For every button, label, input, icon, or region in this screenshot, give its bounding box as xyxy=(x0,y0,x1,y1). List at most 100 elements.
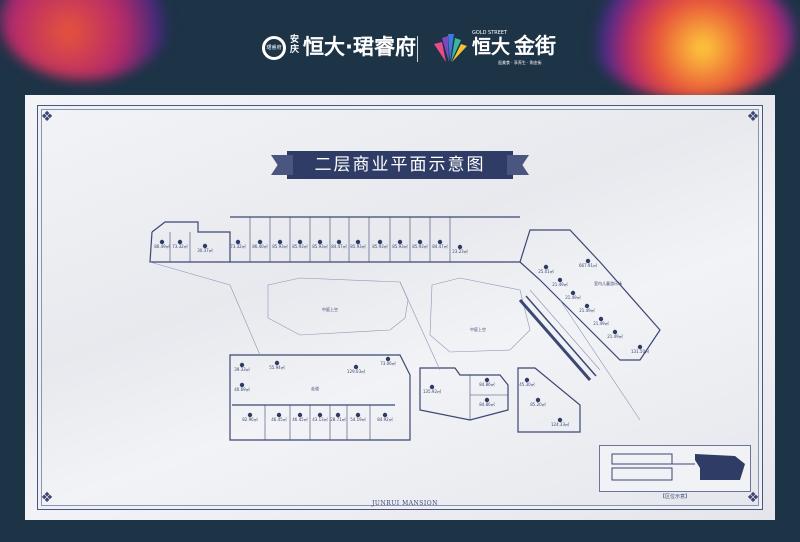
unit-marker-icon xyxy=(484,397,490,403)
unit-marker-icon xyxy=(297,239,303,245)
logo-divider xyxy=(417,36,418,62)
unit-area-label: 85.93㎡ xyxy=(350,243,365,249)
unit-area-label: 85.20㎡ xyxy=(530,401,545,407)
unit-area-label: 43.13㎡ xyxy=(312,416,327,422)
unit-marker-icon xyxy=(598,316,604,322)
unit-area-label: 21.49㎡ xyxy=(579,307,594,313)
atrium-right-label: 中庭上空 xyxy=(470,326,486,332)
unit-area-label: 73.06㎡ xyxy=(380,360,395,366)
unit-area-label: 73.32㎡ xyxy=(230,243,245,249)
unit-area-label: 21.49㎡ xyxy=(565,294,580,300)
unit-marker-icon xyxy=(355,239,361,245)
brand2-name1: 恒大 xyxy=(472,36,511,58)
unit-area-label: 39.33㎡ xyxy=(234,366,249,372)
brand1-name: 恒大·珺睿府 xyxy=(303,35,416,59)
unit-marker-icon xyxy=(355,412,361,418)
keymap-caption: 【区位示意】 xyxy=(659,494,690,500)
corner-ornament-icon: ❖ xyxy=(746,109,760,125)
unit-area-label: 84.47㎡ xyxy=(432,243,447,249)
unit-marker-icon xyxy=(429,384,435,390)
unit-area-label: 85.93㎡ xyxy=(392,243,407,249)
unit-marker-icon xyxy=(239,362,245,368)
unit-marker-icon xyxy=(585,258,591,264)
unit-area-label: 84.47㎡ xyxy=(331,243,346,249)
large-unit-note: 室内儿童游乐场 xyxy=(594,280,622,286)
unit-marker-icon xyxy=(247,412,253,418)
brand2-tagline: 逛美食 · 享养生 · 购金街 xyxy=(498,60,542,65)
unit-area-label: 131.50㎡ xyxy=(631,348,649,354)
unit-marker-icon xyxy=(277,239,283,245)
unit-partitions xyxy=(169,217,508,440)
decor-swirl-right xyxy=(590,0,795,100)
unit-marker-icon xyxy=(382,412,388,418)
atrium-left-label: 中庭上空 xyxy=(322,306,338,312)
unit-marker-icon xyxy=(274,360,280,366)
unit-marker-icon xyxy=(257,239,263,245)
unit-area-label: 28.71㎡ xyxy=(330,416,345,422)
poster-board: ❖ ❖ ❖ ❖ 二层商业平面示意图 JUNRUI MANSION 【区位示意】 xyxy=(25,95,775,520)
unit-marker-icon xyxy=(276,412,282,418)
unit-area-label: 124.33㎡ xyxy=(551,421,569,427)
unit-marker-icon xyxy=(297,412,303,418)
unit-area-label: 21.49㎡ xyxy=(552,281,567,287)
unit-area-label: 84.86㎡ xyxy=(479,381,494,387)
unit-area-label: 46.45㎡ xyxy=(271,416,286,422)
unit-marker-icon xyxy=(612,329,618,335)
brand1-city: 安庆 xyxy=(290,35,300,55)
unit-area-label: 40.69㎡ xyxy=(234,386,249,392)
unit-area-label: 73.32㎡ xyxy=(172,243,187,249)
unit-marker-icon xyxy=(317,239,323,245)
unit-area-label: 46.45㎡ xyxy=(292,416,307,422)
unit-marker-icon xyxy=(377,239,383,245)
brand2-en: GOLD STREET xyxy=(472,30,508,36)
junrui-emblem-logo: 珺睿府 xyxy=(262,36,286,60)
unit-marker-icon xyxy=(202,243,208,249)
plan-circulation xyxy=(149,261,641,421)
unit-area-label: 86.40㎡ xyxy=(252,243,267,249)
unit-area-label: 85.93㎡ xyxy=(372,243,387,249)
unit-marker-icon xyxy=(543,264,549,270)
location-keymap xyxy=(599,445,751,492)
brand2-name2: 金街 xyxy=(514,34,556,58)
unit-area-label: 667.91㎡ xyxy=(579,262,597,268)
unit-area-label: 82.96㎡ xyxy=(242,416,257,422)
corner-ornament-icon: ❖ xyxy=(40,109,54,125)
page-title: 二层商业平面示意图 xyxy=(287,151,513,179)
unit-area-label: 84.92㎡ xyxy=(377,416,392,422)
unit-marker-icon xyxy=(335,412,341,418)
unit-marker-icon xyxy=(317,412,323,418)
corner-ornament-icon: ❖ xyxy=(40,490,54,506)
unit-marker-icon xyxy=(484,377,490,383)
unit-marker-icon xyxy=(353,364,359,370)
unit-area-label: 129.03㎡ xyxy=(347,368,365,374)
unit-area-label: 85.93㎡ xyxy=(312,243,327,249)
unit-marker-icon xyxy=(524,377,530,383)
unit-marker-icon xyxy=(637,344,643,350)
corner-ornament-icon: ❖ xyxy=(746,490,760,506)
unit-area-label: 23.23㎡ xyxy=(452,248,467,254)
unit-marker-icon xyxy=(239,382,245,388)
unit-marker-icon xyxy=(417,239,423,245)
unit-area-label: 21.49㎡ xyxy=(607,333,622,339)
unit-area-label: 21.49㎡ xyxy=(593,320,608,326)
unit-area-label: 55.94㎡ xyxy=(269,364,284,370)
unit-marker-icon xyxy=(397,239,403,245)
unit-marker-icon xyxy=(177,239,183,245)
unit-marker-icon xyxy=(159,239,165,245)
unit-area-label: 25.01㎡ xyxy=(538,268,553,274)
unit-area-label: 85.93㎡ xyxy=(292,243,307,249)
unit-marker-icon xyxy=(385,356,391,362)
keymap-drawing xyxy=(611,453,745,481)
header: 珺睿府 安庆 恒大·珺睿府 GOLD STREET 恒大 金街 逛美食 · 享养… xyxy=(0,0,800,100)
unit-area-label: 84.86㎡ xyxy=(479,401,494,407)
unit-area-label: 54.19㎡ xyxy=(350,416,365,422)
unit-marker-icon xyxy=(235,239,241,245)
unit-marker-icon xyxy=(557,417,563,423)
unit-marker-icon xyxy=(570,290,576,296)
corridor-label: 走道 xyxy=(311,385,319,391)
unit-area-label: 30.37㎡ xyxy=(197,247,212,253)
unit-area-label: 45.30㎡ xyxy=(519,381,534,387)
unit-marker-icon xyxy=(557,277,563,283)
